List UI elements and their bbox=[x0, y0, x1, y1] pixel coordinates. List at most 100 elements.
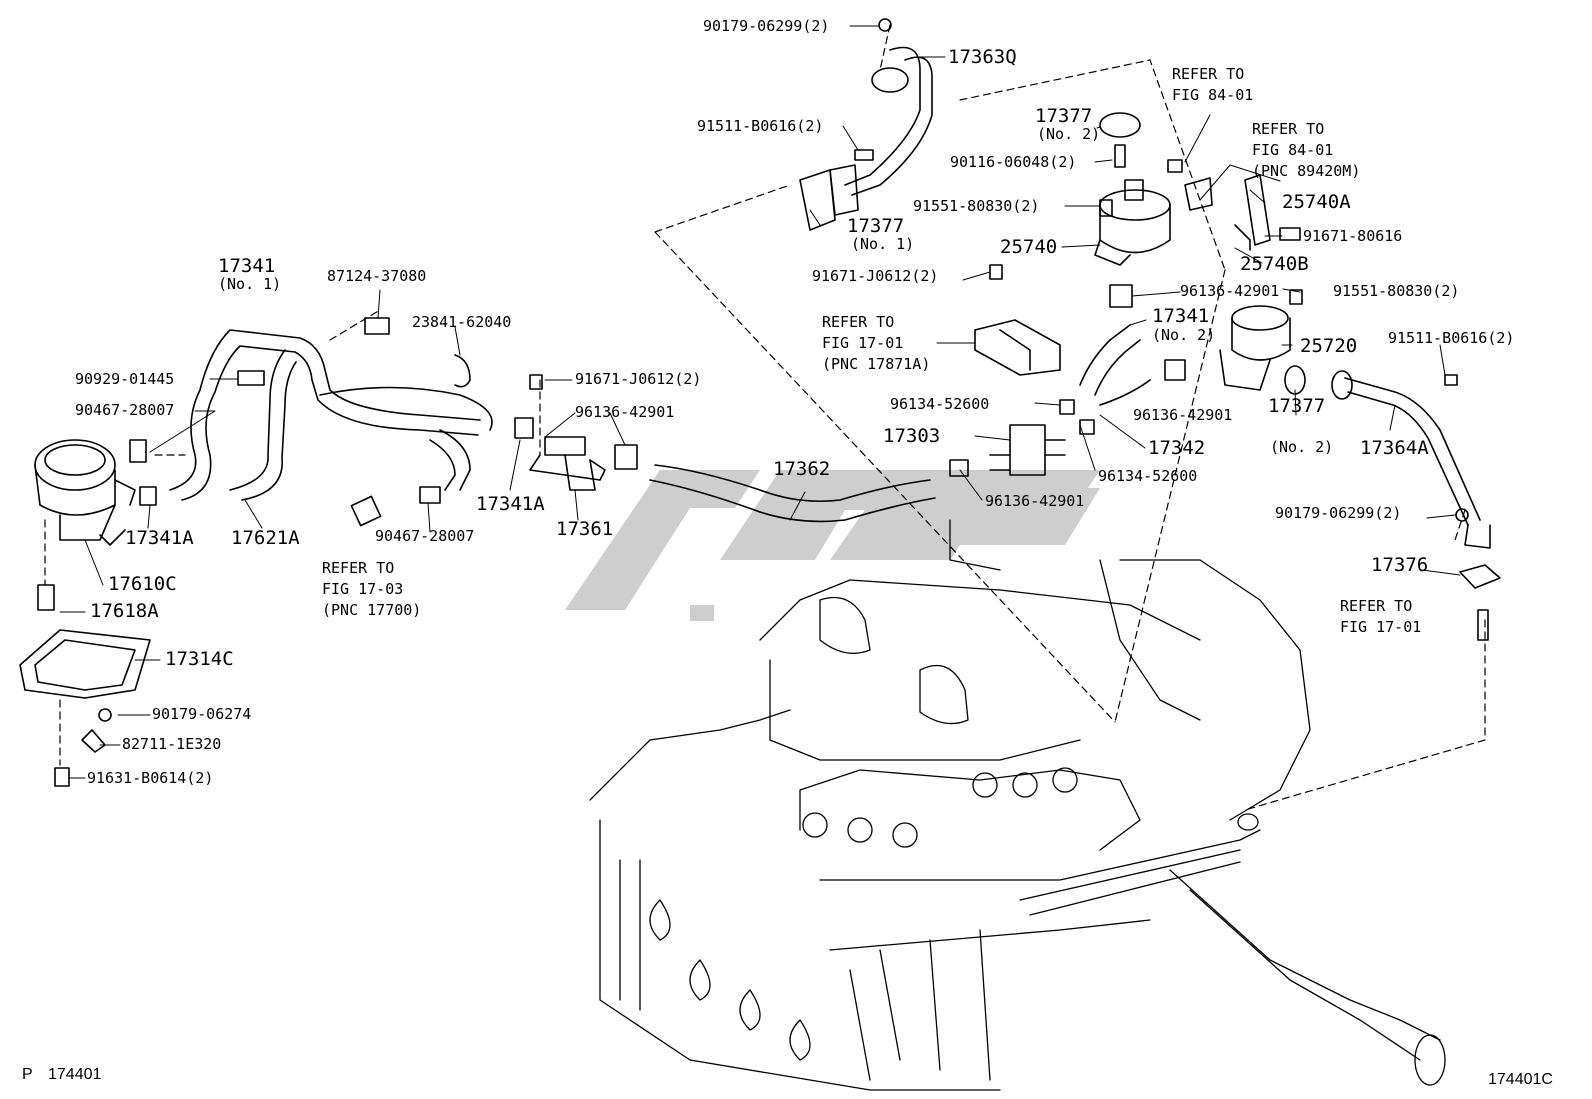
label-refer-17-03: REFER TO FIG 17-03 (PNC 17700) bbox=[322, 559, 422, 619]
label-refer-84-01-a: REFER TO FIG 84-01 bbox=[1172, 65, 1254, 104]
hose-17362 bbox=[649, 464, 936, 523]
label-82711-1e320: 82711-1E320 bbox=[122, 735, 222, 753]
clamp-96134-b bbox=[1079, 419, 1095, 435]
label-17341-no1: 17341 bbox=[218, 255, 276, 277]
label-25740: 25740 bbox=[1000, 236, 1058, 258]
bolt-91551-left bbox=[1099, 199, 1113, 217]
label-90467-28007-left: 90467-28007 bbox=[75, 401, 175, 419]
nut-90179-06274 bbox=[98, 708, 112, 722]
hose-17341-no1 bbox=[169, 329, 493, 501]
label-90929-01445: 90929-01445 bbox=[75, 370, 175, 388]
bolt-refer-84-01 bbox=[1167, 159, 1183, 173]
bolt-91671-j0612 bbox=[989, 264, 1003, 280]
clamp-90467-a bbox=[129, 439, 147, 463]
cover-17314c bbox=[19, 629, 151, 699]
corner-letter: P bbox=[22, 1066, 33, 1083]
label-17362: 17362 bbox=[773, 458, 831, 480]
pipe-17364a bbox=[1331, 370, 1491, 549]
part-17303 bbox=[989, 424, 1066, 476]
clamp-96136-42901-right bbox=[1164, 359, 1186, 381]
clamp-96134-a bbox=[1059, 399, 1075, 415]
label-17377-no2-top-sub: (No. 2) bbox=[1037, 125, 1101, 143]
clamp-17341a-center bbox=[514, 417, 534, 439]
pipe-refer-17700 bbox=[350, 495, 382, 527]
bolt-91671-center bbox=[529, 374, 543, 390]
part-17618a bbox=[37, 584, 55, 611]
label-refer-17-01-a: REFER TO FIG 17-01 (PNC 17871A) bbox=[822, 313, 931, 373]
hose-17341-no2 bbox=[1079, 324, 1141, 396]
label-96136-42901-upper: 96136-42901 bbox=[1180, 282, 1280, 300]
label-17364a: 17364A bbox=[1360, 437, 1429, 459]
bolt-91551-right bbox=[1289, 289, 1303, 305]
label-87124-37080: 87124-37080 bbox=[327, 267, 427, 285]
label-90467-28007-center: 90467-28007 bbox=[375, 527, 475, 545]
bolt-91671-80616 bbox=[1279, 227, 1301, 241]
bolt-91631 bbox=[54, 767, 70, 787]
bracket-17871a bbox=[974, 319, 1061, 376]
clamp-96136-center bbox=[614, 444, 638, 470]
label-96136-42901-right: 96136-42901 bbox=[1133, 406, 1233, 424]
label-96136-42901-lower: 96136-42901 bbox=[985, 492, 1085, 510]
label-refer-84-01-b: REFER TO FIG 84-01 (PNC 89420M) bbox=[1252, 120, 1361, 180]
label-91511-b0616-top: 91511-B0616(2) bbox=[697, 117, 824, 135]
label-refer-17-01-b: REFER TO FIG 17-01 bbox=[1340, 597, 1422, 636]
label-17341a-left: 17341A bbox=[125, 527, 194, 549]
label-17303: 17303 bbox=[883, 425, 941, 447]
figure-id-right: 174401C bbox=[1488, 1071, 1553, 1088]
label-91671-j0612-upper: 91671-J0612(2) bbox=[812, 267, 939, 285]
label-90179-06299-top: 90179-06299(2) bbox=[703, 17, 830, 35]
label-91631-b0614: 91631-B0614(2) bbox=[87, 769, 214, 787]
hose-25740b bbox=[1234, 224, 1251, 251]
label-17377-no1-sub: (No. 1) bbox=[851, 235, 915, 253]
label-91511-b0616-right: 91511-B0616(2) bbox=[1388, 329, 1515, 347]
label-91671-j0612-center: 91671-J0612(2) bbox=[575, 370, 702, 388]
part-82711 bbox=[81, 729, 106, 753]
gasket-17377-no1 bbox=[799, 169, 836, 231]
label-17341a-center: 17341A bbox=[476, 493, 545, 515]
label-17341-no2-sub: (No. 2) bbox=[1152, 326, 1216, 344]
valve-25720 bbox=[1219, 305, 1291, 391]
label-17377-no2-top: 17377 bbox=[1035, 105, 1093, 127]
valve-25740 bbox=[1094, 179, 1171, 266]
label-90116-06048: 90116-06048(2) bbox=[950, 153, 1077, 171]
clamp-96136-upper bbox=[1109, 284, 1133, 308]
label-17341-no2: 17341 bbox=[1152, 305, 1210, 327]
hose-17342 bbox=[1099, 379, 1151, 406]
engine-block bbox=[589, 519, 1446, 1091]
clamp-96136-lower bbox=[949, 459, 969, 477]
label-17341-no1-sub: (No. 1) bbox=[218, 275, 282, 293]
part-25740b-upper bbox=[1184, 177, 1213, 211]
stud-refer-17-01 bbox=[1477, 609, 1489, 641]
label-17618a: 17618A bbox=[90, 600, 159, 622]
label-23841-62040: 23841-62040 bbox=[412, 313, 512, 331]
label-25740a: 25740A bbox=[1282, 191, 1351, 213]
label-91551-80830-right: 91551-80830(2) bbox=[1333, 282, 1460, 300]
valve-17361 bbox=[529, 436, 606, 491]
gasket-17377-no2-top bbox=[1099, 112, 1141, 138]
clip-23841 bbox=[454, 354, 471, 388]
clamp-90467-b bbox=[419, 486, 441, 504]
nut-90179-top bbox=[878, 18, 892, 32]
nut-90179-right bbox=[1455, 508, 1469, 522]
label-96134-52600-left: 96134-52600 bbox=[890, 395, 990, 413]
leader-lines bbox=[59, 25, 1461, 779]
label-96134-52600-right: 96134-52600 bbox=[1098, 467, 1198, 485]
label-25740b: 25740B bbox=[1240, 253, 1309, 275]
bolt-91511-right bbox=[1444, 374, 1458, 386]
label-17376: 17376 bbox=[1371, 554, 1429, 576]
gasket-17376 bbox=[1459, 564, 1501, 589]
label-96136-42901-center: 96136-42901 bbox=[575, 403, 675, 421]
hose-17341a-left bbox=[429, 429, 471, 491]
label-17377-no1: 17377 bbox=[847, 215, 905, 237]
air-pump-17610c bbox=[34, 439, 136, 546]
label-90179-06299-right: 90179-06299(2) bbox=[1275, 504, 1402, 522]
label-17363q: 17363Q bbox=[948, 46, 1017, 68]
flange-17363q bbox=[829, 164, 859, 216]
label-25720: 25720 bbox=[1300, 335, 1358, 357]
label-17610c: 17610C bbox=[108, 573, 177, 595]
bracket-25740a bbox=[1244, 174, 1271, 246]
label-17342: 17342 bbox=[1148, 437, 1206, 459]
clamp-90929 bbox=[237, 370, 265, 386]
label-90179-06274: 90179-06274 bbox=[152, 705, 252, 723]
